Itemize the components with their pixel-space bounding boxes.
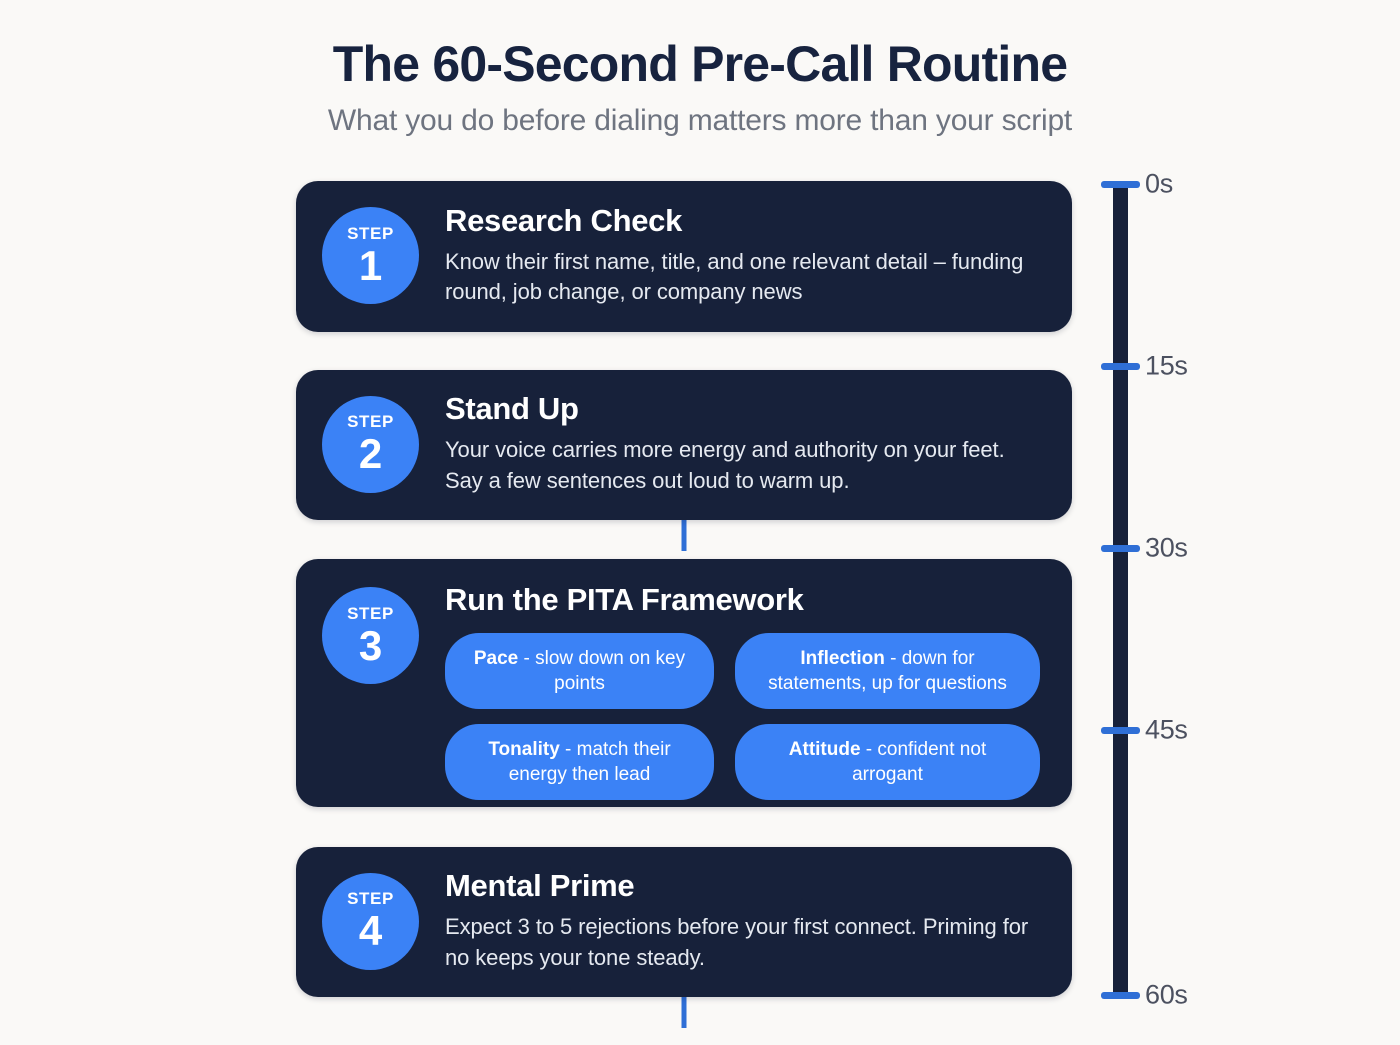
pita-pill-inflection[interactable]: Inflection - down for statements, up for…: [735, 633, 1040, 710]
timeline-tick-60s: [1101, 992, 1140, 999]
step-card-3[interactable]: STEP 3 Run the PITA Framework Pace - slo…: [296, 559, 1072, 807]
step-card-1[interactable]: STEP 1 Research Check Know their first n…: [296, 181, 1072, 332]
step-description-4: Expect 3 to 5 rejections before your fir…: [445, 914, 1029, 970]
pita-text-pace: - slow down on key points: [518, 648, 686, 695]
timeline-tick-30s: [1101, 545, 1140, 552]
steps-list: STEP 1 Research Check Know their first n…: [296, 181, 1072, 1028]
step-card-2[interactable]: STEP 2 Stand Up Your voice carries more …: [296, 370, 1072, 520]
pita-pill-tonality[interactable]: Tonality - match their energy then lead: [445, 724, 714, 801]
step-badge-number: 3: [358, 621, 383, 669]
pita-term-tonality: Tonality: [488, 739, 560, 761]
step-title-2: Stand Up: [445, 391, 579, 427]
step-badge-word: STEP: [347, 412, 394, 431]
timeline-axis: 0s 15s 30s 45s 60s: [1101, 169, 1283, 1010]
step-badge-number: 4: [358, 907, 383, 954]
step-badge-3: STEP 3: [322, 587, 419, 684]
pita-term-inflection: Inflection: [800, 648, 885, 670]
connector-step3-step4: [681, 988, 687, 1028]
pita-text-inflection: - down for statements, up for questions: [768, 648, 1007, 695]
step-badge-4: STEP 4: [322, 872, 419, 970]
pita-term-attitude: Attitude: [788, 739, 861, 761]
pita-pill-pace[interactable]: Pace - slow down on key points: [445, 633, 714, 710]
step-title-3: Run the PITA Framework: [445, 582, 804, 617]
timeline-label-60s: 60s: [1145, 979, 1188, 1010]
pita-pill-grid: Pace - slow down on key points Inflectio…: [445, 633, 1046, 801]
step-badge-number: 2: [358, 430, 383, 477]
step-title-4: Mental Prime: [445, 868, 635, 904]
step-badge-number: 1: [358, 241, 383, 289]
step-body-4: Mental Prime Expect 3 to 5 rejections be…: [445, 868, 1046, 973]
timeline-bar: [1113, 181, 1128, 999]
pita-pill-attitude[interactable]: Attitude - confident not arrogant: [735, 724, 1040, 801]
step-body-1: Research Check Know their first name, ti…: [445, 202, 1046, 308]
timeline-label-30s: 30s: [1145, 532, 1188, 563]
connector-step1-step2: [681, 513, 687, 551]
timeline-tick-15s: [1101, 363, 1140, 370]
step-description-1: Know their first name, title, and one re…: [445, 248, 1024, 305]
timeline-label-0s: 0s: [1145, 168, 1173, 199]
step-title-1: Research Check: [445, 202, 683, 238]
step-badge-2: STEP 2: [322, 395, 419, 493]
pita-text-tonality: - match their energy then lead: [508, 739, 671, 786]
page-title: The 60-Second Pre-Call Routine: [332, 36, 1068, 92]
timeline-label-15s: 15s: [1145, 350, 1188, 381]
step-badge-1: STEP 1: [322, 207, 419, 304]
page-subtitle: What you do before dialing matters more …: [327, 104, 1073, 137]
step-body-2: Stand Up Your voice carries more energy …: [445, 391, 1046, 496]
step-card-4[interactable]: STEP 4 Mental Prime Expect 3 to 5 reject…: [296, 847, 1072, 997]
timeline-tick-45s: [1101, 727, 1140, 734]
step-badge-word: STEP: [347, 889, 394, 908]
timeline-tick-0s: [1101, 181, 1140, 188]
timeline-label-45s: 45s: [1145, 714, 1188, 745]
pita-text-attitude: - confident not arrogant: [852, 739, 987, 786]
pita-term-pace: Pace: [473, 648, 519, 670]
step-description-2: Your voice carries more energy and autho…: [445, 437, 1005, 493]
header: The 60-Second Pre-Call Routine What you …: [0, 36, 1400, 138]
step-body-3: Run the PITA Framework Pace - slow down …: [445, 582, 1046, 801]
step-badge-word: STEP: [347, 603, 394, 623]
step-badge-word: STEP: [347, 223, 394, 243]
